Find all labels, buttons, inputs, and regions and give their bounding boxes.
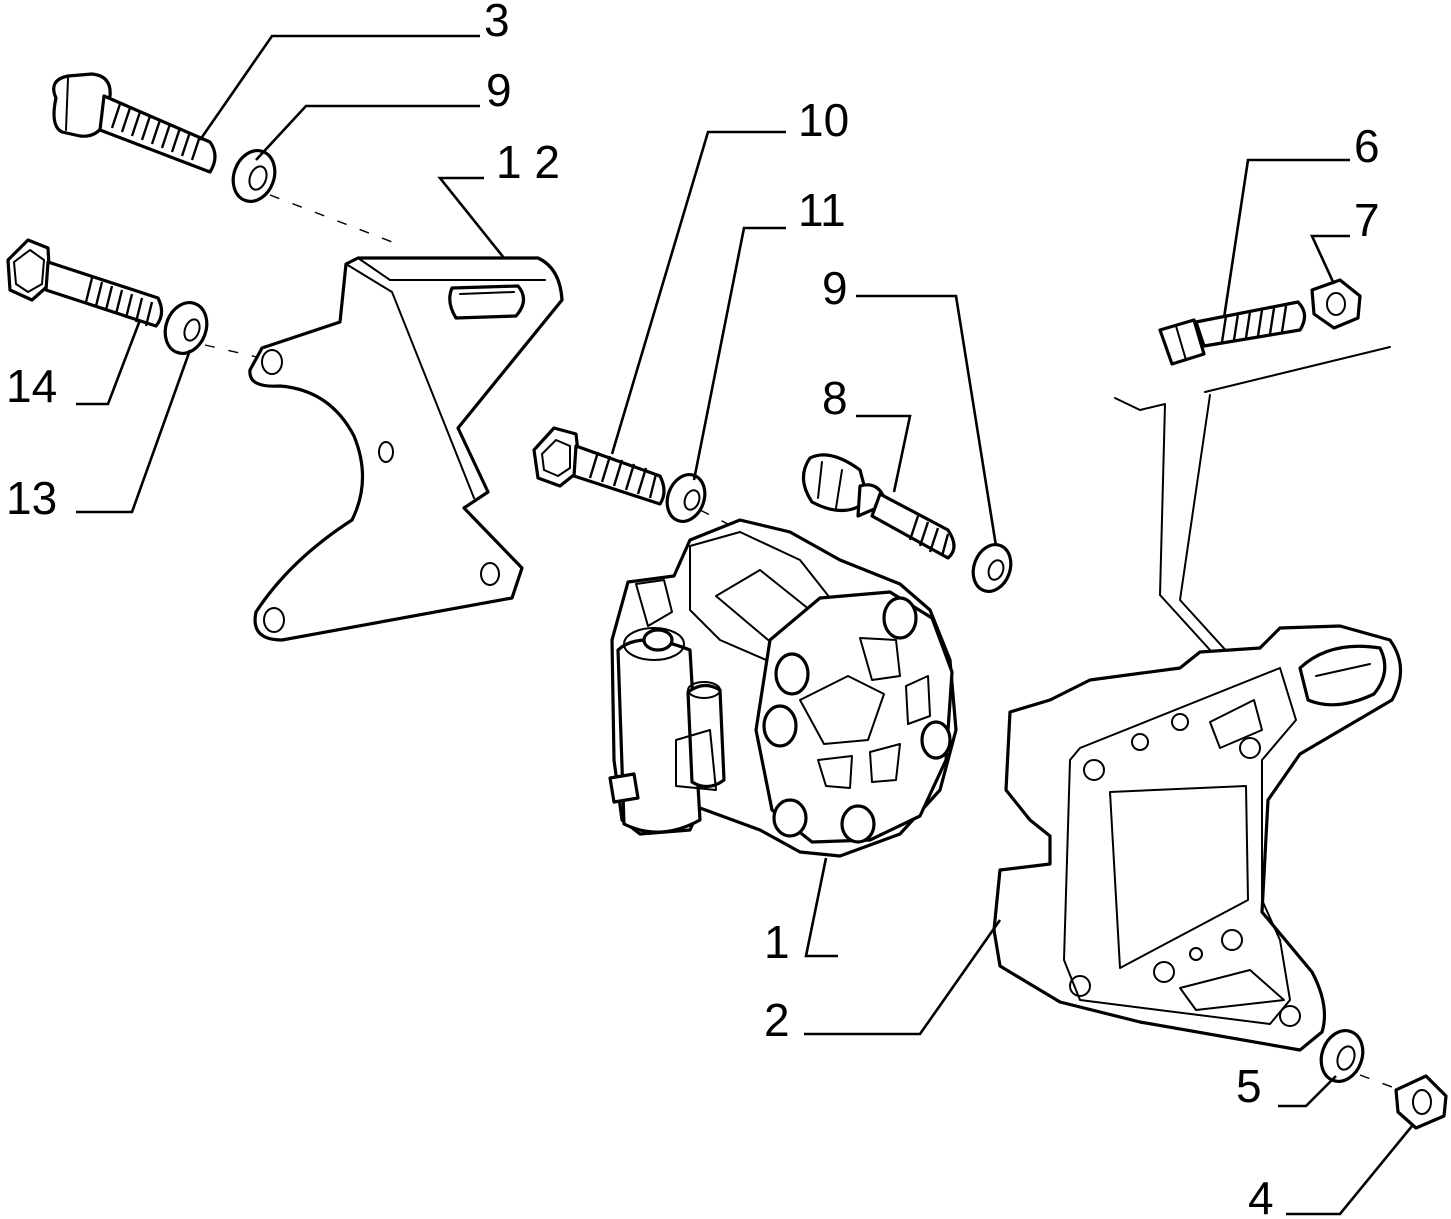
callout-9-top: 9: [486, 64, 512, 116]
nut-part-4: [1394, 1074, 1448, 1130]
leader-1: [804, 857, 838, 958]
callout-labels: 3 9 1 2 14 13 10 11 9 8 6 7 1 2 5 4: [6, 0, 1380, 1219]
callout-14: 14: [6, 360, 57, 412]
bolt-part-14: [6, 238, 164, 328]
leader-lines: [76, 34, 1414, 1216]
callout-10: 10: [798, 94, 849, 146]
stud-part-8: [801, 453, 956, 560]
pump-part-1: [608, 518, 958, 858]
callout-6: 6: [1354, 120, 1380, 172]
callout-8: 8: [822, 372, 848, 424]
washer-part-9-top: [231, 149, 277, 203]
bolt-part-3: [52, 72, 217, 174]
callout-3: 3: [484, 0, 510, 46]
leader-5: [1278, 1075, 1337, 1108]
leader-7: [1309, 234, 1350, 285]
leader-12: [437, 176, 506, 259]
callout-7: 7: [1354, 194, 1380, 246]
leader-11: [692, 226, 786, 481]
leader-10: [610, 130, 786, 455]
washer-part-9-right: [971, 543, 1013, 593]
leader-13: [76, 349, 192, 514]
callout-9-right: 9: [822, 262, 848, 314]
callout-4: 4: [1248, 1172, 1274, 1219]
nut-part-7: [1310, 278, 1362, 330]
leader-4: [1286, 1125, 1414, 1216]
leader-3: [198, 34, 480, 141]
callout-2: 2: [764, 994, 790, 1046]
bolt-part-6: [1158, 300, 1307, 366]
bracket-plate-part-12: [248, 256, 564, 642]
spring-washer-part-13: [163, 301, 209, 355]
leader-8: [856, 414, 912, 493]
callout-11: 11: [798, 184, 846, 236]
leader-9-right: [856, 294, 998, 547]
alignment-lines: [204, 194, 1401, 1091]
callout-13: 13: [6, 472, 57, 524]
leader-14: [76, 319, 142, 406]
leader-2: [804, 919, 1002, 1036]
leader-6: [1222, 158, 1350, 319]
callout-12: 1 2: [496, 136, 560, 188]
support-bracket-part-2: [992, 624, 1403, 1052]
callout-5: 5: [1236, 1060, 1262, 1112]
callout-1: 1: [764, 916, 790, 968]
spring-washer-part-11: [665, 473, 707, 523]
washer-part-5: [1319, 1029, 1365, 1083]
bolt-part-10: [532, 426, 666, 506]
leader-9-top: [255, 104, 480, 161]
